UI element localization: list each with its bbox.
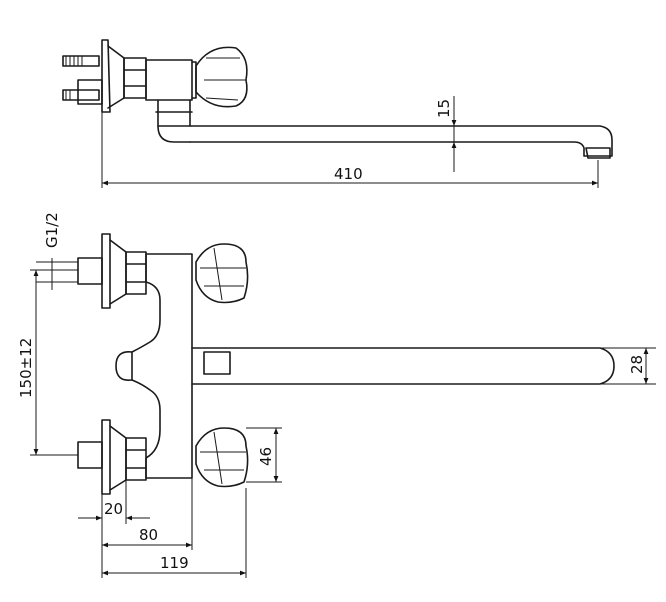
body-top — [145, 59, 193, 101]
dim-80-label: 80 — [139, 526, 158, 544]
spout-front — [191, 347, 615, 385]
dim-15-label: 15 — [435, 99, 453, 118]
handle-top — [195, 46, 248, 108]
dim-150-label: 150±12 — [17, 338, 35, 398]
dim-119-label: 119 — [160, 554, 189, 572]
handle-upper — [195, 243, 249, 304]
hex-nut-top — [123, 57, 147, 99]
handle-lower — [195, 427, 249, 488]
dim-20-label: 20 — [104, 500, 123, 518]
flange-top — [101, 39, 111, 113]
thread-label: G1/2 — [43, 212, 61, 248]
mixer-body — [131, 253, 193, 479]
hex-nut-lower — [125, 437, 147, 481]
spout-top — [189, 125, 613, 157]
flange-upper — [101, 233, 111, 309]
wall-screws — [62, 55, 103, 105]
hex-nut-upper — [125, 251, 147, 295]
top-view: 15 410 — [62, 39, 613, 188]
dim-410-label: 410 — [334, 165, 363, 183]
front-view: G1/2 28 46 — [17, 212, 656, 578]
dim-46-label: 46 — [257, 447, 275, 466]
flange-lower — [101, 419, 111, 495]
dim-28-label: 28 — [628, 355, 646, 374]
